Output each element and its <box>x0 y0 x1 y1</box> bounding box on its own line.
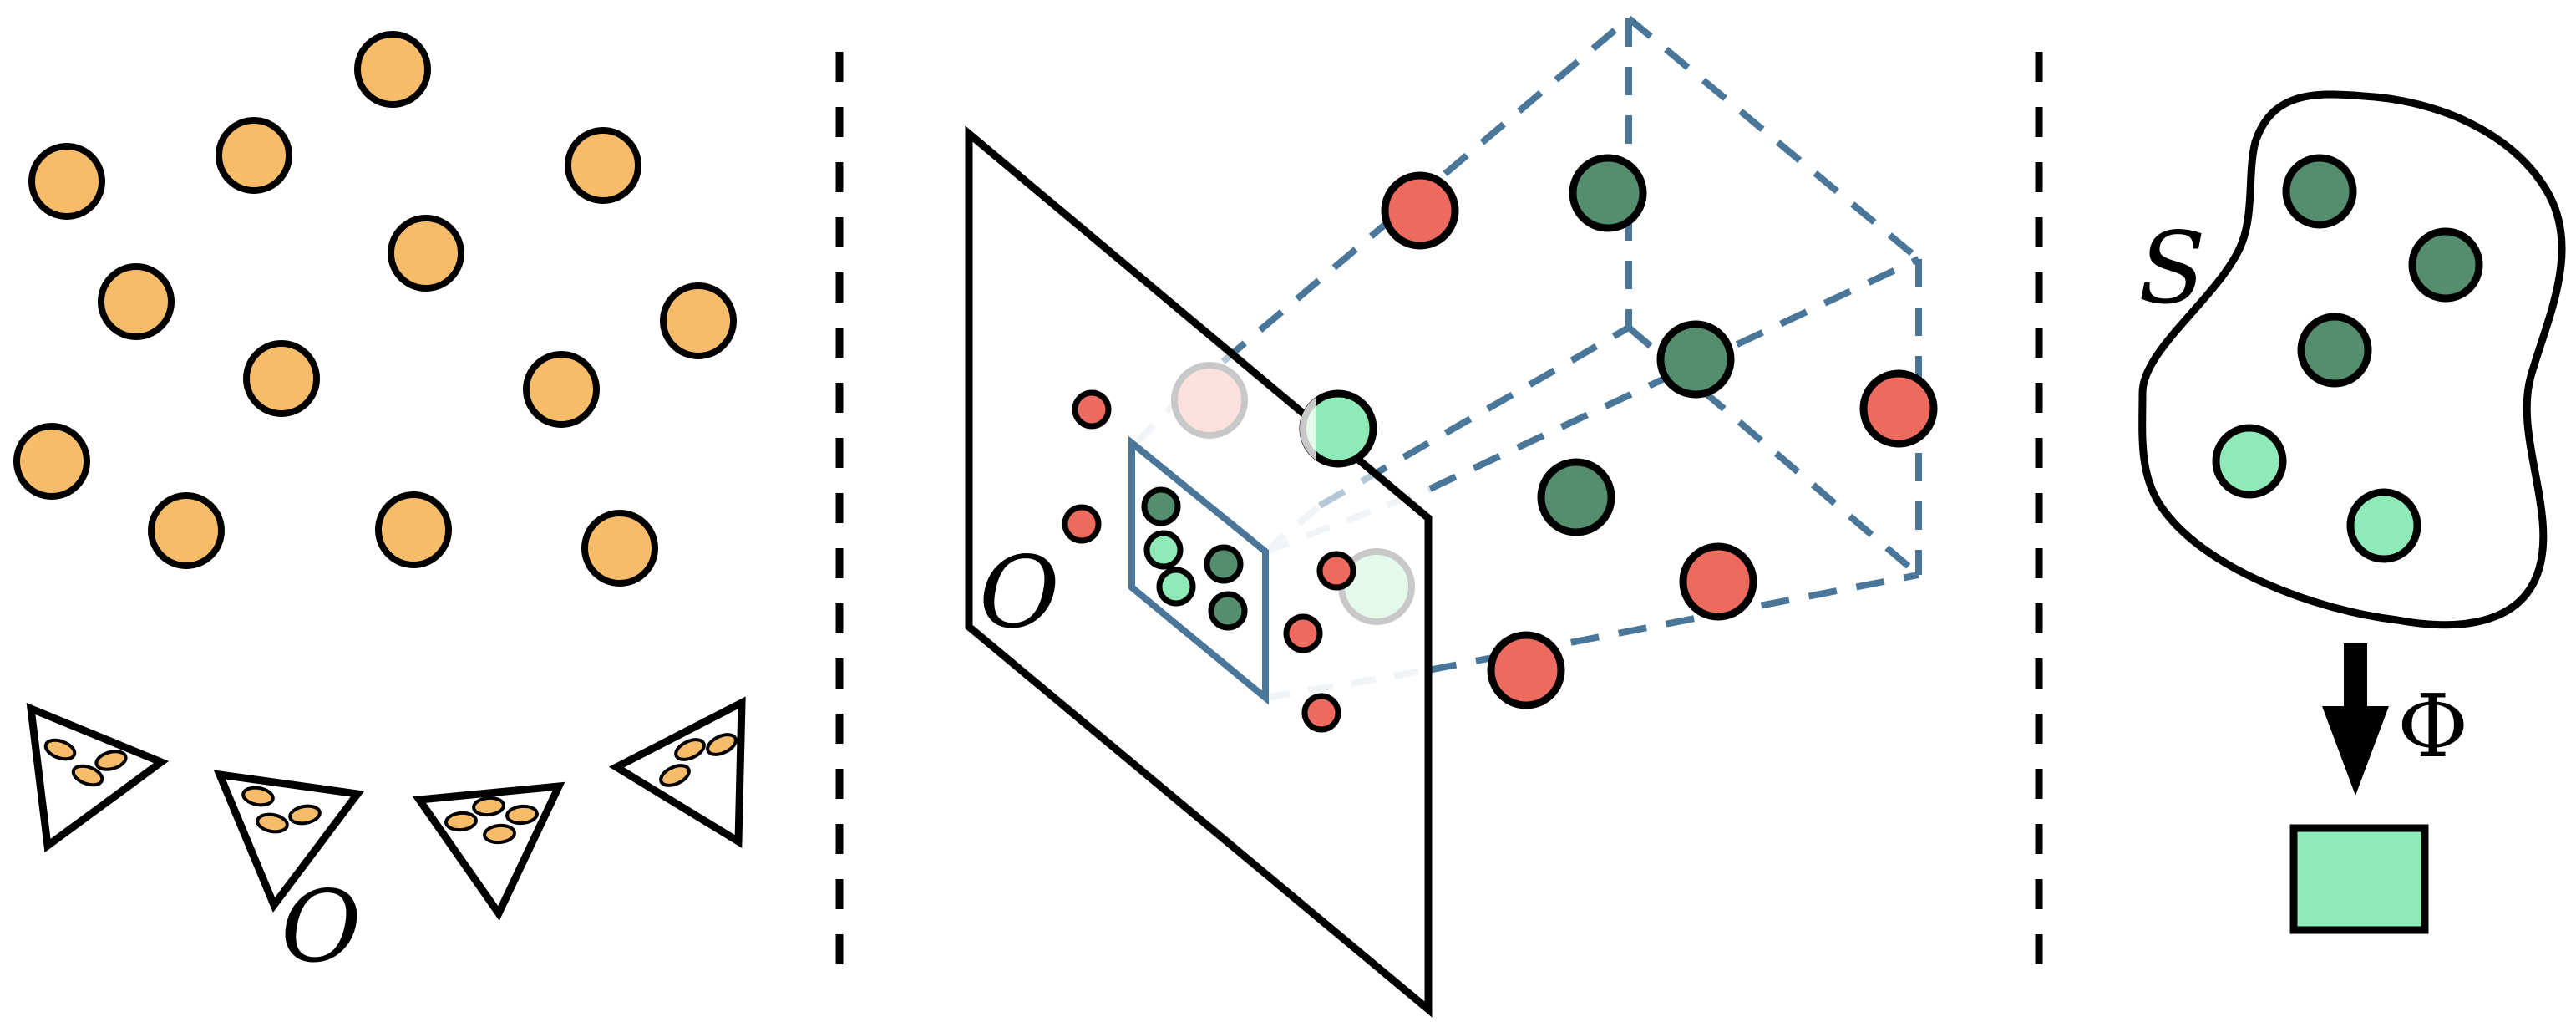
patch-light-green-point <box>1156 567 1196 607</box>
orange-point <box>388 215 464 292</box>
projected-red-point <box>1072 389 1112 430</box>
arrow-head <box>2322 706 2389 796</box>
red-point <box>1381 171 1459 250</box>
orange-point <box>13 423 90 500</box>
arrow-shaft <box>2344 643 2367 712</box>
red-point <box>1679 542 1757 621</box>
projected-point <box>288 804 322 826</box>
projected-point <box>472 796 505 817</box>
patch-dark-green-point <box>1204 544 1244 584</box>
projected-red-point <box>1062 504 1102 544</box>
orange-point <box>243 340 320 417</box>
projected-point <box>444 811 478 832</box>
output-box <box>2289 824 2429 934</box>
faded-light-green-point-left <box>1300 390 1316 467</box>
projected-red-point <box>1283 613 1323 653</box>
red-point <box>1487 631 1565 709</box>
right-panel: S Φ <box>2138 90 2566 934</box>
patch-light-green-point <box>1143 530 1184 570</box>
phi-label: Φ <box>2397 675 2468 777</box>
red-point <box>1859 369 1938 448</box>
projected-points <box>1062 389 1356 733</box>
orange-point <box>98 263 175 340</box>
scene-points <box>1381 154 1938 709</box>
image-patch <box>1128 435 1269 705</box>
orange-point <box>581 510 658 587</box>
orange-point <box>523 351 600 428</box>
dark-green-point <box>1537 458 1615 536</box>
projected-point <box>483 823 516 845</box>
patch-dark-green-point <box>1141 486 1181 526</box>
projected-point <box>706 733 738 756</box>
set-light-green-point <box>2346 488 2421 563</box>
projected-point <box>505 804 539 826</box>
mapping-arrow <box>2322 643 2389 796</box>
projected-red-point <box>1316 551 1356 591</box>
occluded-points <box>1171 362 1415 625</box>
projected-point <box>241 786 275 807</box>
set-s-points <box>2212 154 2483 563</box>
patch-dark-green-point <box>1208 591 1248 631</box>
camera-3 <box>412 781 565 921</box>
projected-point <box>256 812 289 834</box>
set-light-green-point <box>2212 424 2287 499</box>
faded-red-point <box>1171 362 1248 439</box>
projected-point <box>71 764 104 787</box>
camera-2 <box>213 770 365 913</box>
orange-point <box>354 31 431 108</box>
orange-point <box>28 143 105 220</box>
projected-point <box>659 764 691 787</box>
set-dark-green-point <box>2282 154 2357 229</box>
image-plane <box>965 125 1433 1018</box>
camera-4 <box>608 696 746 848</box>
camera-1 <box>26 702 170 853</box>
camera-frustum <box>213 770 365 913</box>
frustum-edge <box>1626 15 1921 262</box>
dark-green-point <box>1569 154 1647 232</box>
set-s-label: S <box>2138 211 2206 326</box>
left-o-label: O <box>281 869 362 984</box>
projected-red-point <box>1301 693 1341 733</box>
left-panel: O <box>13 31 746 984</box>
orange-point-cloud <box>13 31 737 587</box>
middle-panel: O <box>965 15 1938 1018</box>
orange-point <box>216 117 292 194</box>
orange-point <box>375 491 452 568</box>
orange-point <box>660 282 737 359</box>
projected-point <box>674 738 706 761</box>
dark-green-point <box>1656 320 1735 399</box>
middle-o-label: O <box>979 535 1060 650</box>
set-dark-green-point <box>2408 227 2483 303</box>
patch-points <box>1141 486 1248 631</box>
frustum-edge <box>1427 572 1919 674</box>
orange-point <box>148 492 225 569</box>
orange-point <box>565 127 641 204</box>
projected-point <box>94 750 128 771</box>
projected-point <box>43 738 77 761</box>
set-dark-green-point <box>2297 313 2372 388</box>
